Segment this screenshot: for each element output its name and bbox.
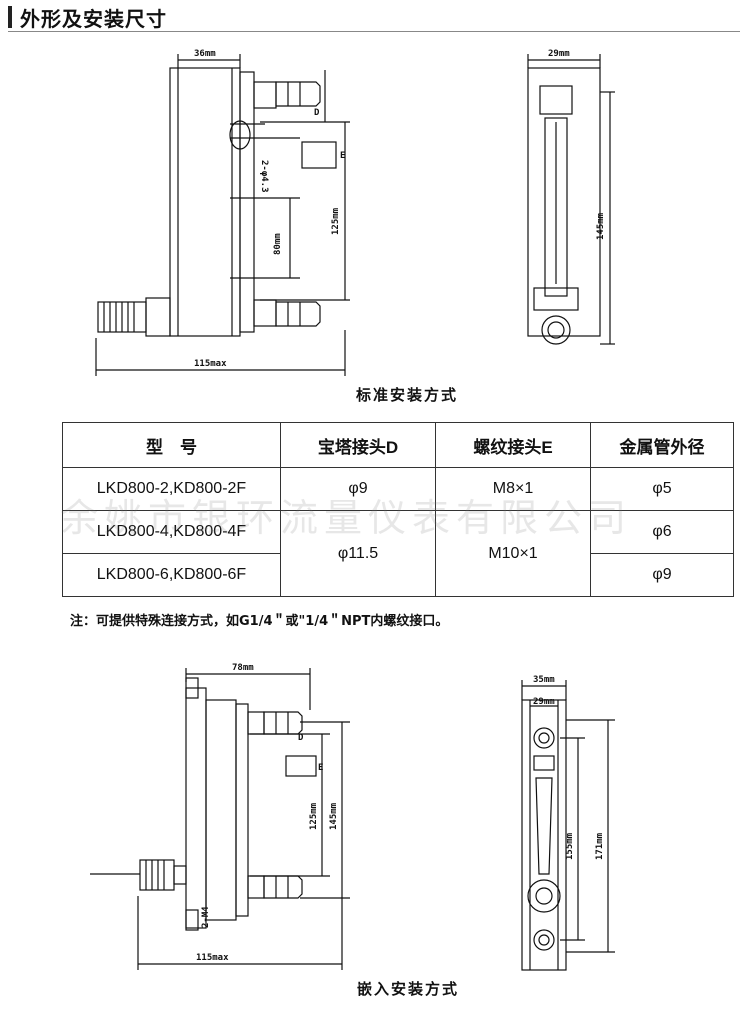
dim-29mm-bottom: 29mm xyxy=(533,697,555,707)
table-row: LKD800-6,KD800-6F φ9 xyxy=(62,553,734,597)
header-accent-bar xyxy=(8,6,12,28)
spec-table: 型 号 宝塔接头D 螺纹接头E 金属管外径 LKD800-2,KD800-2F … xyxy=(62,422,734,597)
table-header-row: 型 号 宝塔接头D 螺纹接头E 金属管外径 xyxy=(62,422,734,468)
dim-115max-bottom: 115max xyxy=(196,953,229,963)
dim-D-bottom: D xyxy=(298,733,304,743)
dim-E-bottom: E xyxy=(318,763,323,773)
col-header-pipe: 金属管外径 xyxy=(590,422,734,468)
dim-35mm: 35mm xyxy=(533,675,555,685)
standard-mount-drawing: 36mm 29mm D E 2-φ4.3 80mm 125mm 145mm 11… xyxy=(95,49,615,376)
dim-hole-top: 2-φ4.3 xyxy=(259,160,269,193)
dim-125mm-bottom: 125mm xyxy=(309,802,319,830)
table-row: LKD800-4,KD800-4F φ11.5 M10×1 φ6 xyxy=(62,510,734,597)
dim-29mm-top: 29mm xyxy=(548,49,570,59)
dim-145mm-top: 145mm xyxy=(596,212,606,240)
dim-hole-bottom: 2-M4 xyxy=(201,906,211,928)
dim-145mm-bottom: 145mm xyxy=(329,802,339,830)
dim-E-top: E xyxy=(340,151,345,161)
col-header-pagoda: 宝塔接头D xyxy=(280,422,436,468)
caption-embedded-mount: 嵌入安装方式 xyxy=(357,980,460,998)
cell-pagoda-2: φ11.5 xyxy=(280,510,436,597)
watermark-text: 余姚市银环流量仪表有限公司 xyxy=(60,496,633,540)
dim-115max-top: 115max xyxy=(194,359,227,369)
header-divider xyxy=(8,31,740,32)
dim-78mm: 78mm xyxy=(232,663,254,673)
cell-pagoda-1: φ9 xyxy=(280,467,436,511)
dim-36mm: 36mm xyxy=(194,49,216,59)
section-title: 外形及安装尺寸 xyxy=(20,7,167,31)
col-header-model: 型 号 xyxy=(62,422,281,468)
dim-80mm: 80mm xyxy=(273,233,283,255)
dim-171mm: 171mm xyxy=(595,832,605,860)
cell-pipe-3: φ9 xyxy=(590,553,734,597)
dim-155mm: 155mm xyxy=(565,832,575,860)
cell-model-2: LKD800-4,KD800-4F xyxy=(62,510,281,554)
cell-pipe-2: φ6 xyxy=(590,510,734,554)
col-header-thread: 螺纹接头E xyxy=(435,422,591,468)
cell-thread-1: M8×1 xyxy=(435,467,591,511)
cell-model-1: LKD800-2,KD800-2F xyxy=(62,467,281,511)
cell-model-3: LKD800-6,KD800-6F xyxy=(62,553,281,597)
note-text: 注：可提供特殊连接方式，如G1/4＂或"1/4＂NPT内螺纹接口。 xyxy=(70,614,449,629)
dim-125mm-top: 125mm xyxy=(331,207,341,235)
embedded-mount-drawing: 78mm 35mm 29mm D E 125mm 145mm 155mm 171… xyxy=(90,663,615,971)
caption-standard-mount: 标准安装方式 xyxy=(356,386,459,404)
dim-D-top: D xyxy=(314,108,320,118)
cell-thread-2: M10×1 xyxy=(435,510,591,597)
